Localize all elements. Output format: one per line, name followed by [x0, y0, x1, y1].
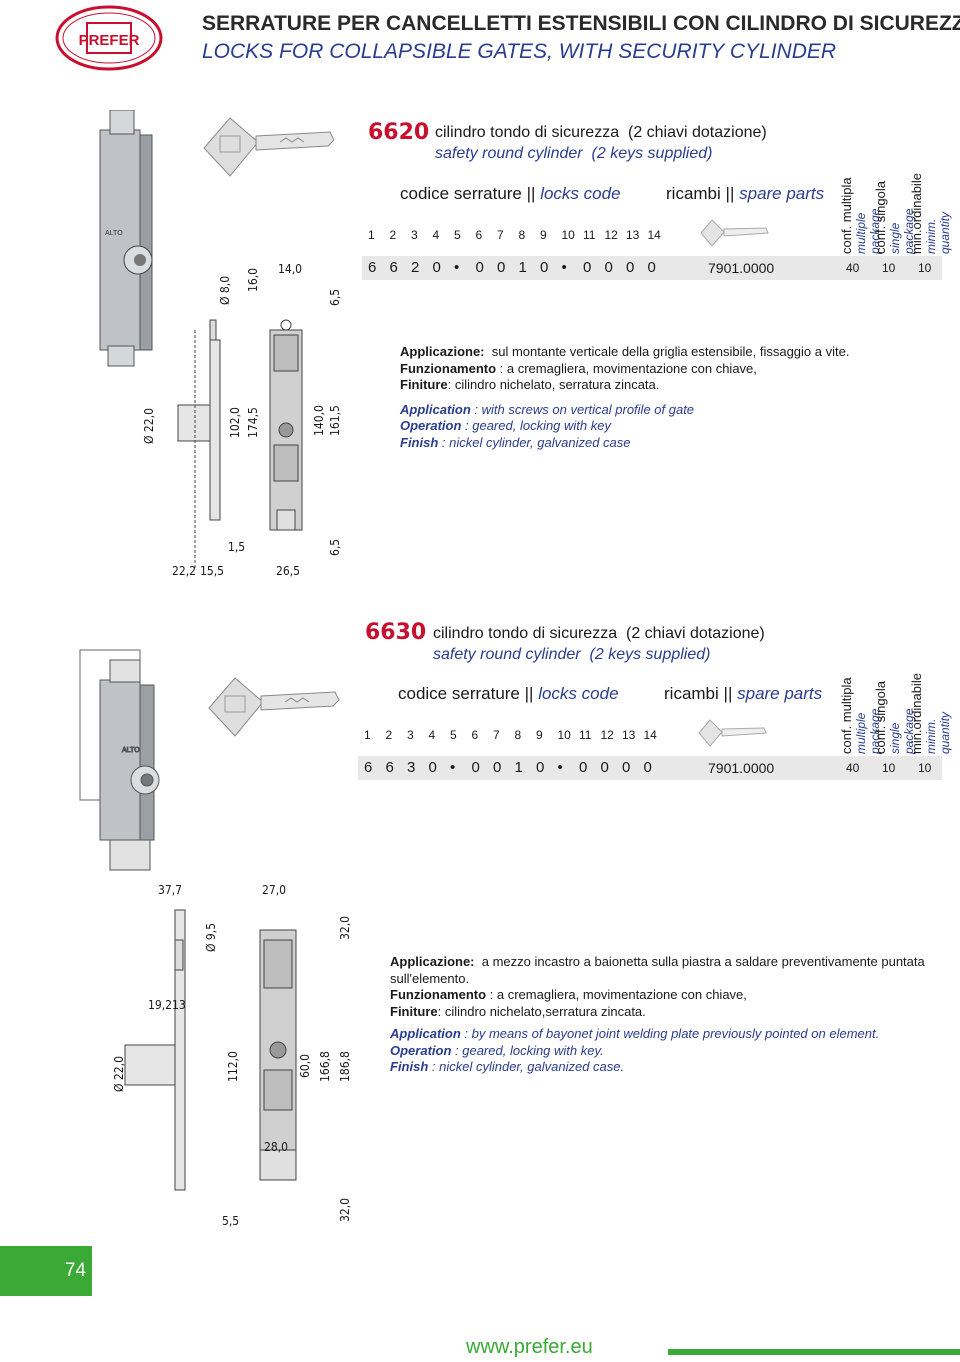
dim-label: 37,7 — [158, 883, 183, 897]
qty-single: 10 — [882, 261, 896, 275]
product-code: 6630 — [365, 620, 427, 645]
product-desc-en: safety round cylinder (2 keys supplied) — [435, 145, 713, 162]
dim-label: 6,5 — [328, 288, 342, 306]
spare-parts-header: ricambi || spare parts — [666, 184, 825, 203]
dim-label: 19,2 — [148, 998, 173, 1012]
dim-label: 112,0 — [226, 1051, 240, 1082]
dim-label: 27,0 — [262, 883, 287, 897]
key-6620-image — [203, 117, 335, 177]
dim-label: Ø 9,5 — [204, 922, 218, 952]
lock-6630-photo: ALTO — [79, 649, 160, 871]
code-table: codice serrature || locks code ricambi |… — [358, 673, 952, 784]
spare-parts-header: ricambi || spare parts — [664, 684, 823, 703]
dim-label: 16,0 — [246, 267, 260, 292]
qty-min: 10 — [918, 261, 932, 275]
svg-text:ALTO: ALTO — [122, 747, 140, 754]
dim-label: Ø 8,0 — [218, 275, 232, 305]
spare-key-icon — [700, 219, 769, 247]
spare-code: 7901.0000 — [708, 760, 775, 776]
application-notes: Applicazione: a mezzo incastro a baionet… — [390, 954, 925, 1074]
qty-min: 10 — [918, 761, 932, 775]
lock-6620-photo: ALTO — [99, 110, 153, 367]
dim-label: Ø 22,0 — [112, 1056, 126, 1092]
dim-label: 28,0 — [264, 1140, 289, 1154]
dim-label: 102,0 — [228, 407, 242, 438]
dim-label: 140,0 — [312, 405, 326, 436]
dim-label: 1,5 — [228, 540, 246, 554]
locks-code-header: codice serrature || locks code — [400, 184, 621, 203]
lock-6620-front-view — [269, 319, 303, 531]
dim-label: 6,5 — [328, 538, 342, 556]
lock-6620-side-view — [177, 319, 221, 570]
dim-label: 161,5 — [328, 405, 342, 436]
website-link[interactable]: www.prefer.eu — [466, 1336, 593, 1358]
dim-label: 13 — [172, 998, 186, 1012]
dim-label: 14,0 — [278, 262, 303, 276]
footer-green-rule — [668, 1349, 960, 1355]
product-desc-en: safety round cylinder (2 keys supplied) — [433, 646, 711, 663]
qty-multiple: 40 — [846, 761, 860, 775]
product-desc-it: cilindro tondo di sicurezza (2 chiavi do… — [435, 124, 767, 141]
dim-label: Ø 22,0 — [142, 408, 156, 444]
dim-label: 32,0 — [338, 915, 352, 940]
dim-label: 32,0 — [338, 1197, 352, 1222]
locks-code-header: codice serrature || locks code — [398, 684, 619, 703]
key-6630-image — [208, 677, 340, 737]
code-table: codice serrature || locks code ricambi |… — [362, 173, 952, 284]
brand-logo: PREFER — [55, 5, 163, 71]
product-desc-it: cilindro tondo di sicurezza (2 chiavi do… — [433, 625, 765, 642]
dim-label: 26,5 — [276, 564, 301, 578]
page-title-en: LOCKS FOR COLLAPSIBLE GATES, WITH SECURI… — [202, 40, 837, 63]
page-number: 74 — [64, 1260, 86, 1281]
lock-6620-drawing: ALTO — [99, 110, 303, 570]
dim-label: 166,8 — [318, 1051, 332, 1082]
page-number-tab: 74 — [0, 1246, 92, 1296]
dim-label: 5,5 — [222, 1214, 240, 1228]
dim-label: 15,5 — [200, 564, 225, 578]
product-code: 6620 — [368, 120, 430, 145]
page-title-it: SERRATURE PER CANCELLETTI ESTENSIBILI CO… — [202, 12, 960, 35]
dim-label: 186,8 — [338, 1051, 352, 1082]
qty-multiple: 40 — [846, 261, 860, 275]
lock-6630-front-view — [259, 929, 297, 1181]
application-notes: Applicazione: sul montante verticale del… — [400, 344, 850, 450]
dim-label: 22,2 — [172, 564, 197, 578]
dim-label: 174,5 — [246, 407, 260, 438]
svg-text:ALTO: ALTO — [105, 230, 123, 237]
spare-key-icon — [698, 719, 767, 747]
lock-6630-drawing: ALTO — [79, 649, 297, 1191]
spare-code: 7901.0000 — [708, 260, 775, 276]
dim-label: 60,0 — [298, 1053, 312, 1078]
svg-text:PREFER: PREFER — [79, 32, 140, 49]
qty-single: 10 — [882, 761, 896, 775]
lock-6630-side-view — [124, 909, 186, 1191]
